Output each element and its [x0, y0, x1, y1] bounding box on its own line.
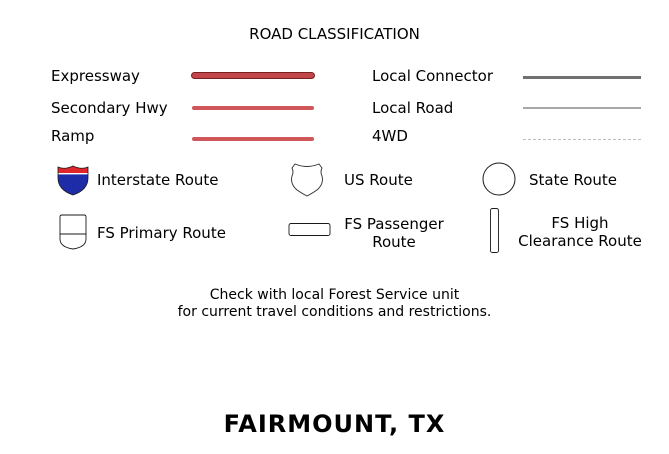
road-type-ramp-label: Ramp: [51, 127, 95, 145]
road-type-local-connector-label: Local Connector: [372, 67, 494, 85]
expressway-line-swatch: [192, 73, 314, 78]
state-route-circle-icon: [481, 161, 517, 197]
ramp-line-swatch: [192, 137, 314, 141]
fs-passenger-route-label-line2: Route: [372, 233, 416, 251]
fs-passenger-rect-icon: [288, 222, 332, 238]
map-title: FAIRMOUNT, TX: [223, 410, 446, 438]
road-type-local-road-label: Local Road: [372, 99, 454, 117]
travel-conditions-note: Check with local Forest Service unit for…: [0, 287, 669, 321]
secondary-hwy-line-swatch: [192, 106, 314, 110]
us-route-label: US Route: [344, 171, 413, 189]
state-route-label: State Route: [529, 171, 618, 189]
fs-passenger-route-label: FS Passenger Route: [333, 215, 455, 251]
note-line-2: for current travel conditions and restri…: [177, 304, 492, 320]
local-connector-line-swatch: [523, 76, 641, 79]
interstate-route-label: Interstate Route: [97, 171, 219, 189]
fs-high-clearance-route-label: FS High Clearance Route: [505, 214, 655, 250]
fs-passenger-route-label-line1: FS Passenger: [344, 215, 444, 233]
road-type-secondary-hwy-label: Secondary Hwy: [51, 99, 168, 117]
road-type-4wd-label: 4WD: [372, 127, 408, 145]
fs-primary-route-label: FS Primary Route: [97, 224, 226, 242]
4wd-line-swatch: [523, 139, 641, 140]
interstate-shield-icon: [56, 164, 90, 196]
legend-heading: ROAD CLASSIFICATION: [249, 25, 420, 43]
fs-high-clearance-label-line1: FS High: [551, 214, 609, 232]
note-line-1: Check with local Forest Service unit: [209, 287, 460, 303]
local-road-line-swatch: [523, 107, 641, 109]
fs-high-clearance-rect-icon: [489, 207, 501, 255]
fs-primary-shield-icon: [56, 213, 90, 251]
us-route-shield-icon: [287, 162, 327, 198]
fs-high-clearance-label-line2: Clearance Route: [518, 232, 642, 250]
road-type-expressway-label: Expressway: [51, 67, 140, 85]
